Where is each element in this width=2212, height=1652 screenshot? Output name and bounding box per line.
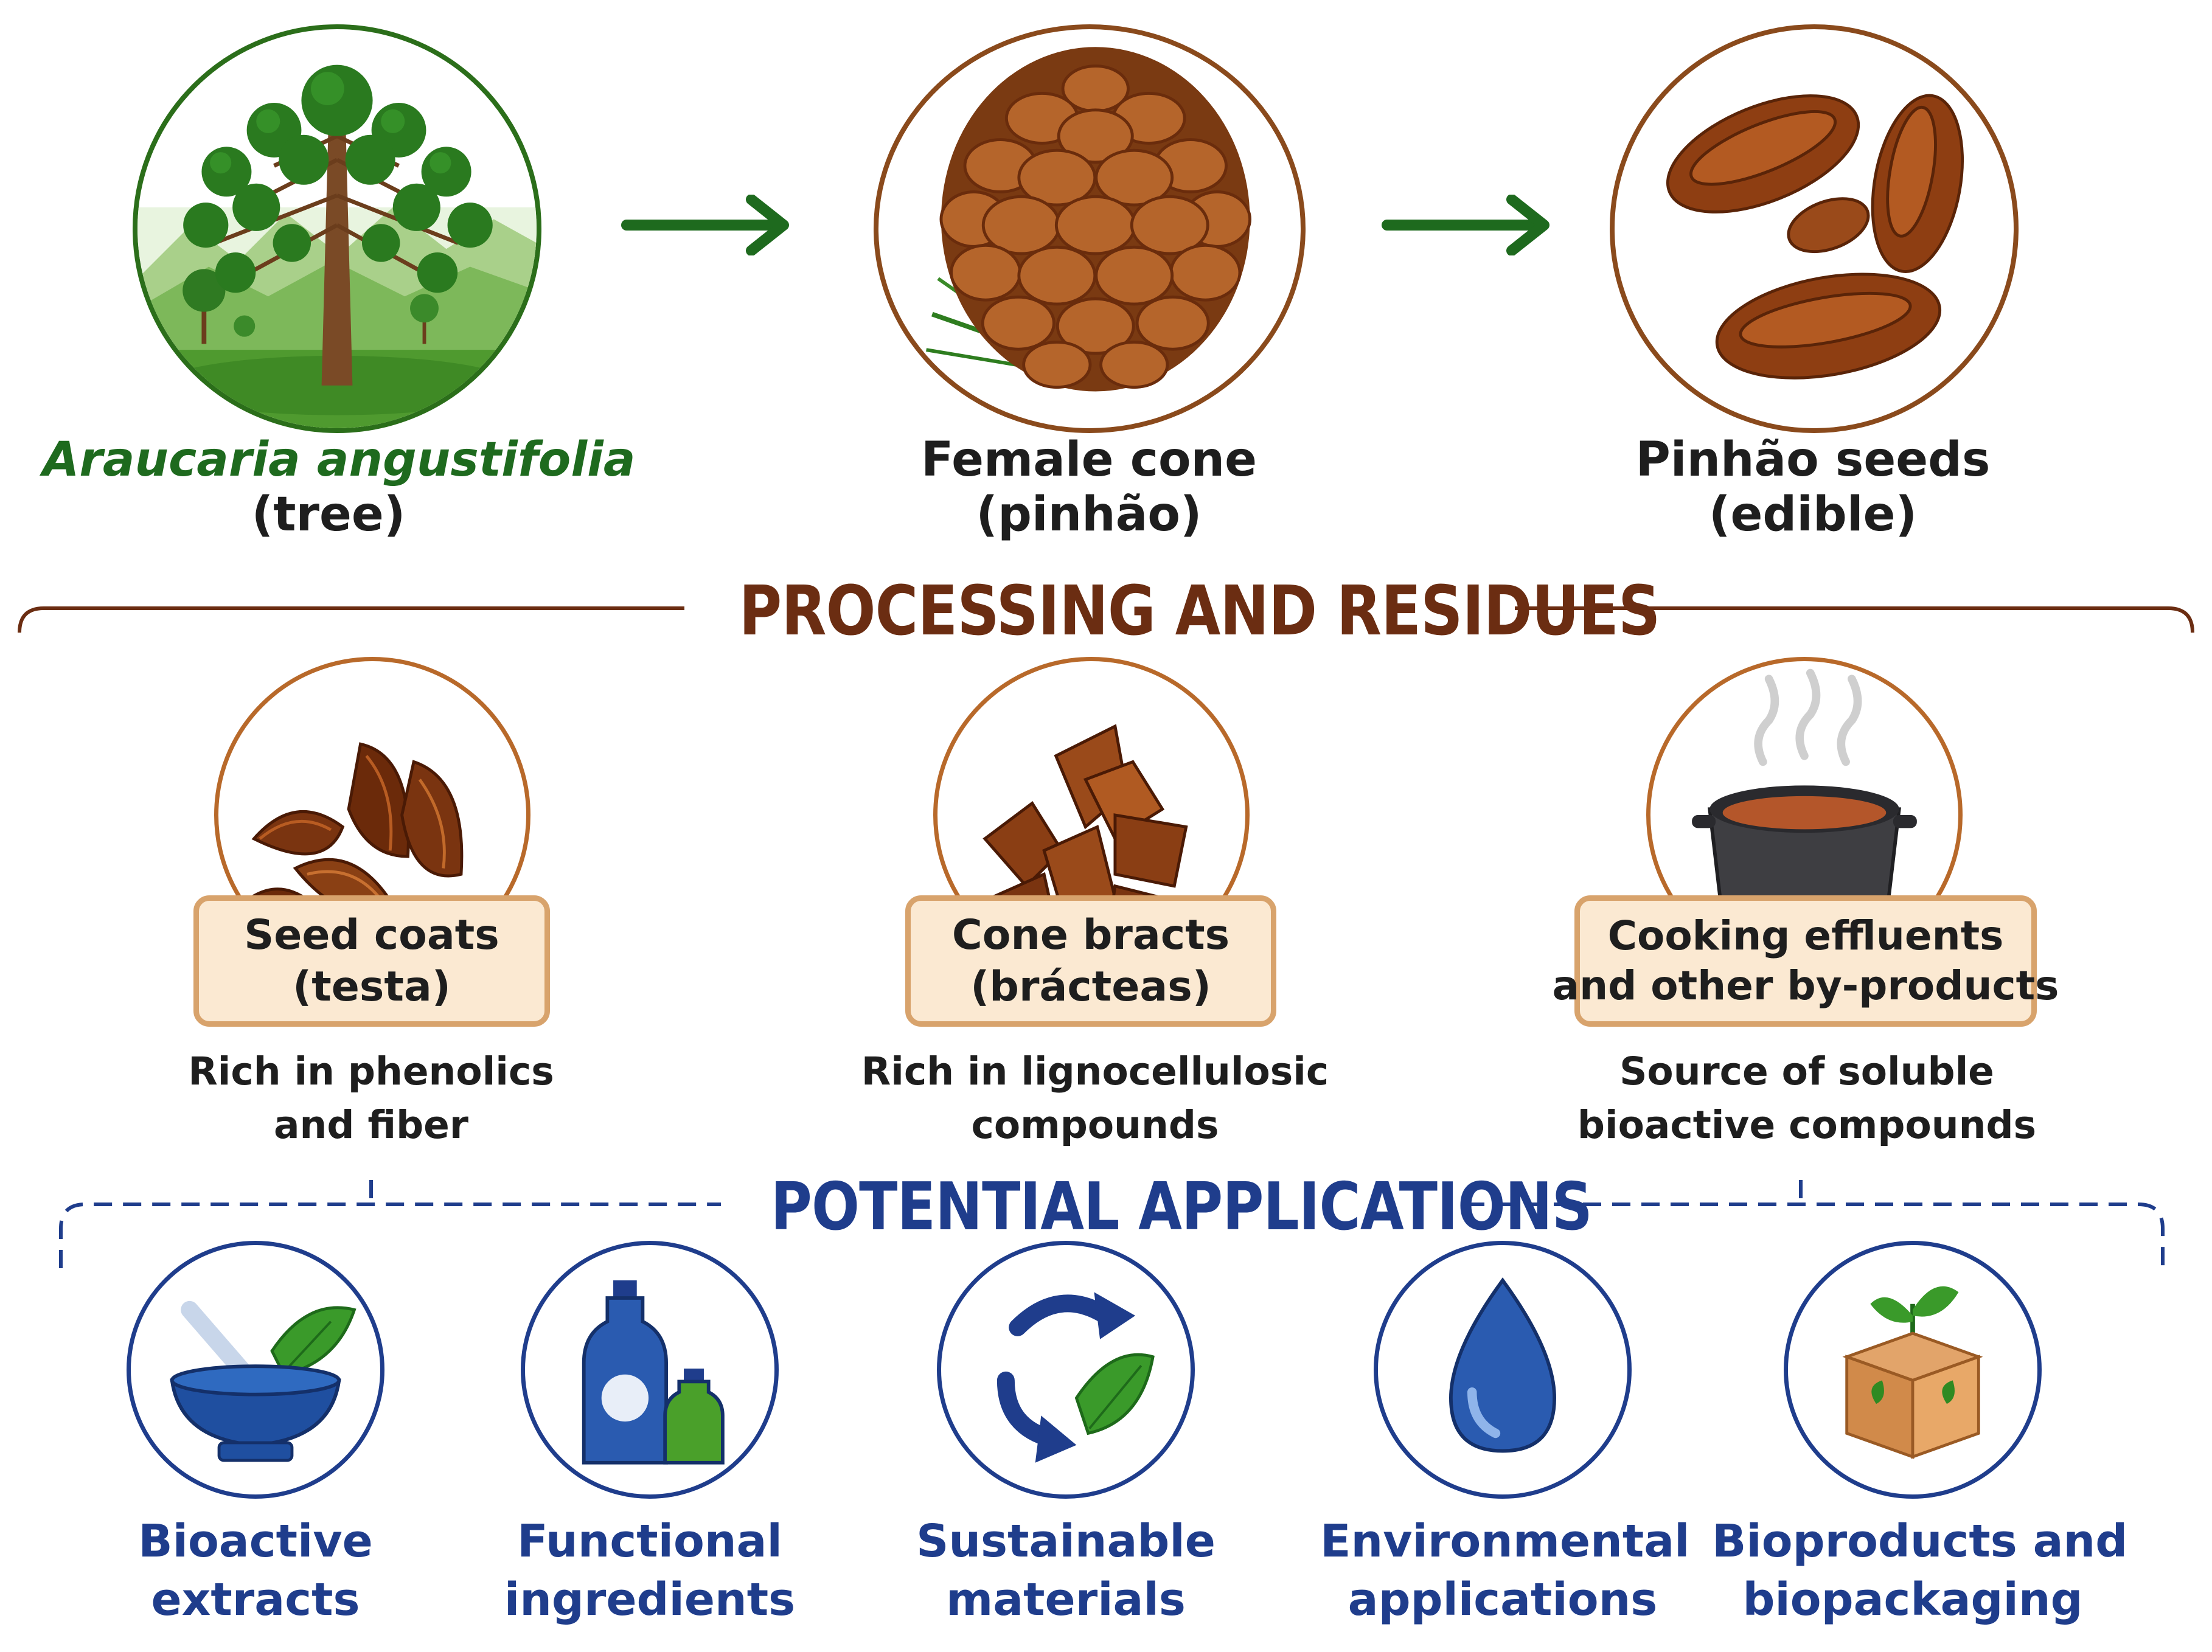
bioproducts-circle xyxy=(1784,1241,2042,1499)
cooking-effluents-sublabel: and other by-products xyxy=(1552,962,2059,1009)
seed-coats-desc-line: and fiber xyxy=(274,1103,468,1148)
seed-coats-description: Rich in phenolics and fiber xyxy=(146,1045,596,1152)
water-drop-icon xyxy=(1449,1277,1556,1453)
cone-bracts-desc-line: compounds xyxy=(971,1103,1219,1148)
mortar-pestle-icon xyxy=(170,1300,356,1462)
tree-subtitle: (tree) xyxy=(251,487,406,542)
cone-bracts-desc-line: Rich in lignocellulosic xyxy=(861,1049,1329,1094)
environmental-circle xyxy=(1374,1241,1632,1499)
applications-title: POTENTIAL APPLICATIONS xyxy=(770,1169,1593,1245)
araucaria-tree-icon xyxy=(137,64,537,428)
cone-bracts-label: Cone bracts xyxy=(951,911,1230,959)
bioactive-extracts-label: Bioactive extracts xyxy=(103,1512,408,1629)
pine-cone-icon xyxy=(926,47,1252,392)
app-label-line: Sustainable xyxy=(916,1515,1216,1567)
tree-circle xyxy=(133,24,541,433)
cooking-effluents-box: Cooking effluents and other by-products xyxy=(1553,895,2059,1027)
seed-coats-label: Seed coats xyxy=(244,911,499,959)
seeds-circle xyxy=(1610,24,2019,433)
app-label-line: Environmental xyxy=(1320,1515,1690,1567)
cone-bracts-description: Rich in lignocellulosic compounds xyxy=(840,1045,1351,1152)
processing-divider xyxy=(18,606,2194,633)
processing-title: PROCESSING AND RESIDUES xyxy=(739,572,1661,651)
app-label-line: extracts xyxy=(151,1574,360,1626)
arrow-right-icon xyxy=(1382,195,1549,255)
app-label-line: ingredients xyxy=(504,1574,796,1626)
app-label-line: applications xyxy=(1348,1574,1658,1626)
cone-caption: Female cone (pinhão) xyxy=(815,432,1363,542)
environmental-applications-label: Environmental applications xyxy=(1320,1512,1690,1629)
bioproducts-biopackaging-label: Bioproducts and biopackaging xyxy=(1712,1512,2128,1629)
bioactive-circle xyxy=(127,1241,384,1499)
seeds-subtitle: (edible) xyxy=(1708,487,1918,542)
seeds-caption: Pinhão seeds (edible) xyxy=(1539,432,2087,542)
bottles-icon xyxy=(582,1280,725,1465)
seed-coats-sublabel: (testa) xyxy=(293,963,451,1011)
seeds-icon xyxy=(1666,94,1964,380)
cooking-effluents-desc-line: bioactive compounds xyxy=(1577,1103,2037,1148)
tree-caption: Araucaria angustifolia (tree) xyxy=(43,432,636,542)
app-label-line: Functional xyxy=(517,1515,782,1567)
tree-name: Araucaria angustifolia xyxy=(43,432,636,487)
app-label-line: materials xyxy=(946,1574,1186,1626)
functional-ingredients-label: Functional ingredients xyxy=(498,1512,802,1629)
seed-coats-desc-line: Rich in phenolics xyxy=(188,1049,554,1094)
seed-coats-box: Seed coats (testa) xyxy=(193,895,550,1027)
app-label-line: biopackaging xyxy=(1742,1574,2083,1626)
cooking-effluents-description: Source of soluble bioactive compounds xyxy=(1557,1045,2056,1152)
app-label-line: Bioactive xyxy=(138,1515,373,1567)
sustainable-circle xyxy=(937,1241,1195,1499)
app-label-line: Bioproducts and xyxy=(1712,1515,2128,1567)
functional-circle xyxy=(521,1241,779,1499)
arrow-right-icon xyxy=(621,195,789,255)
cone-title: Female cone xyxy=(921,432,1257,487)
recycle-icon xyxy=(996,1292,1155,1463)
seeds-title: Pinhão seeds xyxy=(1635,432,1991,487)
cone-bracts-sublabel: (brácteas) xyxy=(970,963,1211,1011)
box-sprout-icon xyxy=(1842,1286,1983,1459)
sustainable-materials-label: Sustainable materials xyxy=(914,1512,1218,1629)
applications-divider xyxy=(59,1180,2165,1268)
cooking-effluents-desc-line: Source of soluble xyxy=(1619,1049,1994,1094)
cooking-effluents-label: Cooking effluents xyxy=(1607,912,2004,959)
cone-bracts-box: Cone bracts (brácteas) xyxy=(905,895,1276,1027)
cone-circle xyxy=(874,24,1306,433)
cone-subtitle: (pinhão) xyxy=(976,487,1202,542)
